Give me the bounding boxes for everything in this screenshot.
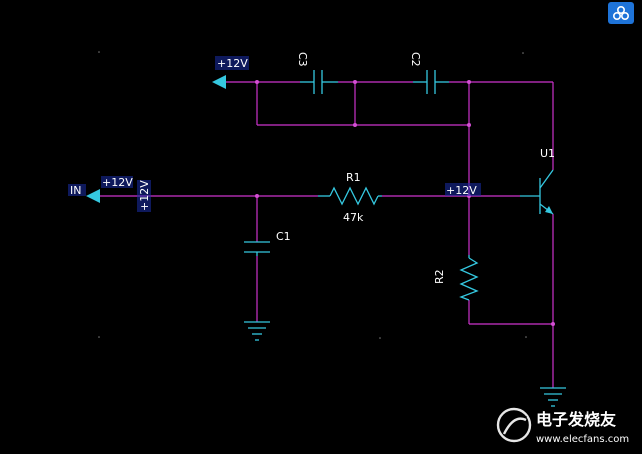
input-label: IN [70, 184, 81, 197]
elecfans-logo-icon [496, 407, 532, 443]
input-port [86, 189, 100, 203]
resistor-r1 [318, 186, 382, 206]
ground-c1 [244, 321, 270, 341]
junction-dot [467, 123, 471, 127]
c2-label: C2 [409, 52, 422, 67]
watermark-url: www.elecfans.com [536, 434, 629, 445]
c1-label: C1 [276, 230, 291, 243]
power-label-top: +12V [217, 57, 248, 70]
u1-label: U1 [540, 147, 555, 160]
labels: +12V C3 C2 IN +12V +12V R1 47k +12V U1 C… [68, 52, 555, 284]
node-12v-label: +12V [446, 184, 477, 197]
grid-dots [98, 51, 527, 339]
cloud-link-icon [612, 5, 630, 21]
watermark-cn-text: 电子发烧友 [536, 410, 617, 429]
r1-label: R1 [346, 171, 361, 184]
capacitor-c2 [413, 70, 449, 94]
ground-main [540, 387, 566, 407]
elecfans-watermark: 电子发烧友 www.elecfans.com [496, 407, 629, 445]
capacitor-c3 [300, 70, 338, 94]
junction-dot [255, 194, 259, 198]
junction-dot [353, 80, 357, 84]
wires [100, 81, 554, 388]
c3-label: C3 [296, 52, 309, 67]
input-rail-label: +12V [102, 176, 133, 189]
power-port-top [212, 75, 226, 89]
capacitor-c1 [244, 241, 270, 256]
junction-dot [255, 80, 259, 84]
r1-value: 47k [343, 211, 364, 224]
resistor-r2 [459, 255, 479, 301]
transistor-u1 [520, 169, 554, 215]
components [86, 70, 566, 407]
r2-label: R2 [433, 269, 446, 284]
junctions [255, 80, 555, 326]
cloud-link-button[interactable] [608, 2, 634, 24]
junction-dot [467, 80, 471, 84]
junction-dot [551, 322, 555, 326]
junction-dot [353, 123, 357, 127]
input-rail-vertical-label: +12V [138, 180, 151, 211]
